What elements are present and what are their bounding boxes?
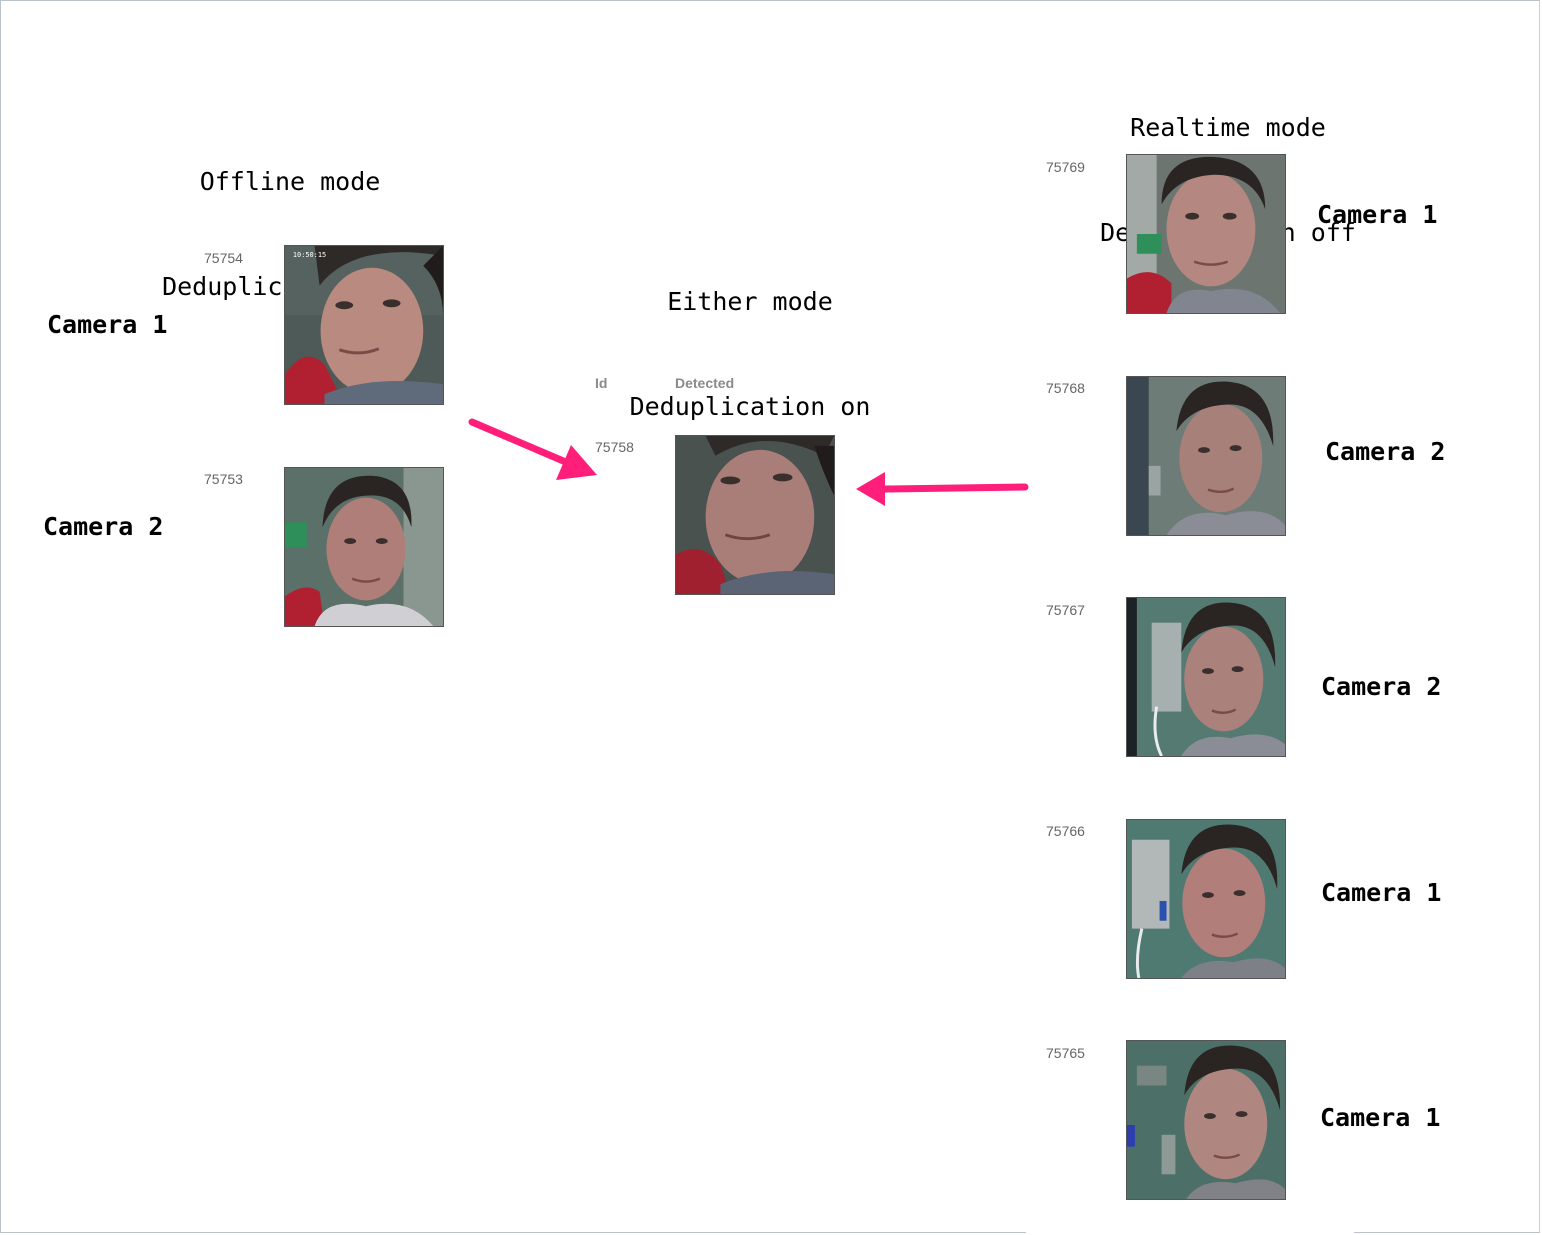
- face-thumbnail[interactable]: [1126, 597, 1286, 757]
- offline-record-id: 75754: [204, 250, 243, 266]
- offline-record-id: 75753: [204, 471, 243, 487]
- realtime-record-id: 75769: [1046, 159, 1085, 175]
- face-thumbnail[interactable]: [284, 467, 444, 627]
- column-header-detected[interactable]: Detected: [675, 375, 735, 391]
- offline-camera-label: Camera 1: [47, 310, 168, 339]
- offline-camera-label: Camera 2: [43, 512, 164, 541]
- face-thumbnail[interactable]: [1126, 376, 1286, 536]
- realtime-record-id: 75767: [1046, 602, 1085, 618]
- face-thumbnail[interactable]: [1126, 154, 1286, 314]
- realtime-record-id: 75765: [1046, 1045, 1085, 1061]
- middle-record-id: 75758: [595, 439, 634, 455]
- realtime-camera-label: Camera 1: [1317, 200, 1438, 229]
- offline-timestamp: 10:50:15: [293, 251, 326, 259]
- realtime-camera-label: Camera 2: [1325, 437, 1446, 466]
- face-thumbnail[interactable]: 10:50:15: [284, 245, 444, 405]
- either-heading-line1: Either mode: [667, 287, 833, 316]
- offline-heading-line1: Offline mode: [199, 167, 381, 196]
- realtime-camera-label: Camera 1: [1320, 1103, 1441, 1132]
- realtime-record-id: 75766: [1046, 823, 1085, 839]
- either-heading-line2: Deduplication on: [629, 392, 871, 421]
- face-thumbnail[interactable]: [1126, 819, 1286, 979]
- either-heading: Either mode Deduplication on: [600, 214, 900, 459]
- realtime-camera-label: Camera 2: [1321, 672, 1442, 701]
- face-thumbnail[interactable]: [675, 435, 835, 595]
- face-thumbnail[interactable]: [1126, 1040, 1286, 1200]
- column-header-id[interactable]: Id: [595, 375, 608, 391]
- realtime-camera-label: Camera 1: [1321, 878, 1442, 907]
- frame-gap: [1026, 1228, 1354, 1235]
- realtime-record-id: 75768: [1046, 380, 1085, 396]
- realtime-heading-line1: Realtime mode: [1130, 113, 1326, 142]
